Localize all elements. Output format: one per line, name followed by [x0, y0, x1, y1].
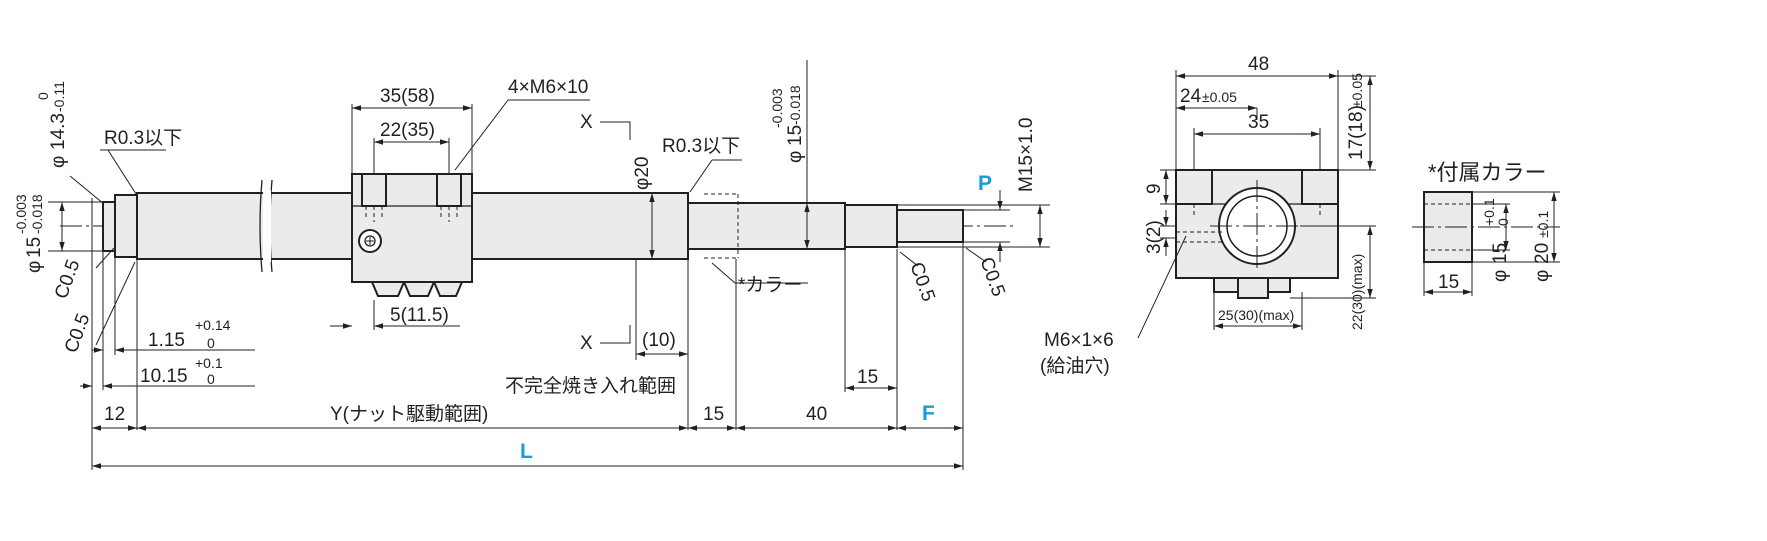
- sect-dim-24: 24: [1180, 86, 1202, 107]
- collar-d20-tol: ±0.1: [1535, 211, 1551, 238]
- oil-hole-label: (給油穴): [1040, 355, 1110, 377]
- sect-dim-17-tol: ±0.05: [1349, 73, 1365, 108]
- radius-note-left: R0.3以下: [104, 128, 182, 149]
- dia-15-r-value: 15: [785, 125, 806, 146]
- dia-15-r-prefix: φ: [785, 151, 806, 163]
- collar-len-15: 15: [1438, 272, 1459, 293]
- l-label: L: [520, 440, 533, 463]
- sect-dim-24-tol: ±0.05: [1202, 89, 1237, 105]
- main-view: φ 14.3 0 -0.11 φ 15 -0.003 -0.018 C0.5 C…: [13, 60, 1050, 470]
- dim-12: 12: [104, 404, 125, 425]
- thread-m15: M15×1.0: [1016, 118, 1037, 192]
- sect-dim-48: 48: [1248, 54, 1269, 75]
- dim-15-a: 15: [703, 404, 724, 425]
- collar-d15-value: 15: [1490, 243, 1511, 264]
- nut-block: [351, 173, 473, 297]
- dia-14-value: 14.3: [48, 113, 69, 150]
- dim-10-15-tol-lower: 0: [207, 371, 215, 387]
- sect-dim-25: 25(30)(max): [1218, 307, 1294, 323]
- collar-d15-prefix: φ: [1490, 270, 1511, 282]
- sect-dim-35: 35: [1248, 112, 1269, 133]
- dim-5-11-5: 5(11.5): [390, 305, 449, 326]
- p-label: P: [978, 172, 992, 195]
- dia-15-tol-upper: -0.003: [13, 194, 29, 234]
- chamfer-c05-right-a: C0.5: [905, 260, 938, 305]
- chamfer-c05-left-a: C0.5: [51, 257, 84, 302]
- sect-dim-17: 17(18): [1346, 105, 1367, 160]
- dia-15-prefix: φ: [24, 261, 45, 273]
- collar-d15-tol-upper: +0.1: [1481, 198, 1497, 226]
- dia-14-tol-upper: 0: [35, 92, 51, 100]
- shaft-left-section: [114, 194, 138, 258]
- dim-10-15-tol-upper: +0.1: [195, 355, 223, 371]
- section-view: 48 24 ±0.05 35 17(18) ±0.05 9 3(2) 22(30…: [1040, 54, 1376, 377]
- f-label: F: [922, 402, 935, 425]
- break-mark: [259, 179, 273, 273]
- radius-note-right: R0.3以下: [662, 136, 740, 157]
- dia-15-tol-lower: -0.018: [29, 194, 45, 234]
- shaft-end-step: [102, 201, 116, 252]
- collar-title: *付属カラー: [1428, 160, 1547, 185]
- hardened-range-note: 不完全焼き入れ範囲: [505, 375, 676, 397]
- left-diameter-15: φ 15 -0.003 -0.018: [13, 194, 45, 273]
- dia-15-value: 15: [24, 237, 45, 258]
- collar-note: *カラー: [738, 275, 802, 296]
- dim-10-paren: (10): [642, 330, 676, 351]
- right-diameter-15: φ 15 -0.003 -0.018: [769, 85, 806, 163]
- dim-1-15: 1.15: [148, 330, 185, 351]
- y-range-label: Y(ナット駆動範囲): [330, 403, 488, 425]
- end-section: [896, 209, 964, 243]
- dia-20: φ20: [632, 157, 653, 190]
- dim-10-15: 10.15: [140, 366, 188, 387]
- section-x-top: X: [580, 112, 593, 133]
- dia-14-prefix: φ: [48, 156, 69, 168]
- dim-15-b: 15: [857, 367, 878, 388]
- collar-view: *付属カラー 15 φ 15 +0.1 0 φ 20 ±0.1: [1412, 160, 1560, 296]
- collar-d15-tol-lower: 0: [1495, 218, 1511, 226]
- left-diameter-14: φ 14.3 0 -0.11: [35, 81, 69, 168]
- dim-35-58: 35(58): [380, 86, 435, 107]
- dim-40: 40: [806, 404, 827, 425]
- sect-dim-3: 3(2): [1144, 220, 1165, 254]
- collar-d20-value: 20: [1532, 243, 1553, 264]
- oil-hole-size: M6×1×6: [1044, 330, 1114, 351]
- dim-22-35: 22(35): [380, 120, 435, 141]
- chamfer-c05-left-b: C0.5: [61, 311, 94, 356]
- thread-section: [844, 204, 898, 248]
- collar-d20-prefix: φ: [1532, 270, 1553, 282]
- bearing-journal: [687, 202, 846, 250]
- dim-1-15-tol-lower: 0: [207, 335, 215, 351]
- screw-note: 4×M6×10: [508, 77, 588, 98]
- chamfer-c05-right-b: C0.5: [975, 255, 1008, 300]
- sect-dim-22: 22(30)(max): [1349, 254, 1365, 330]
- dia-14-tol-lower: -0.11: [51, 81, 67, 112]
- sect-dim-9: 9: [1144, 183, 1165, 194]
- dim-1-15-tol-upper: +0.14: [195, 317, 231, 333]
- dia-15-r-tol-upper: -0.003: [769, 88, 785, 128]
- section-x-bottom: X: [580, 333, 593, 354]
- dia-15-r-tol-lower: -0.018: [787, 85, 803, 125]
